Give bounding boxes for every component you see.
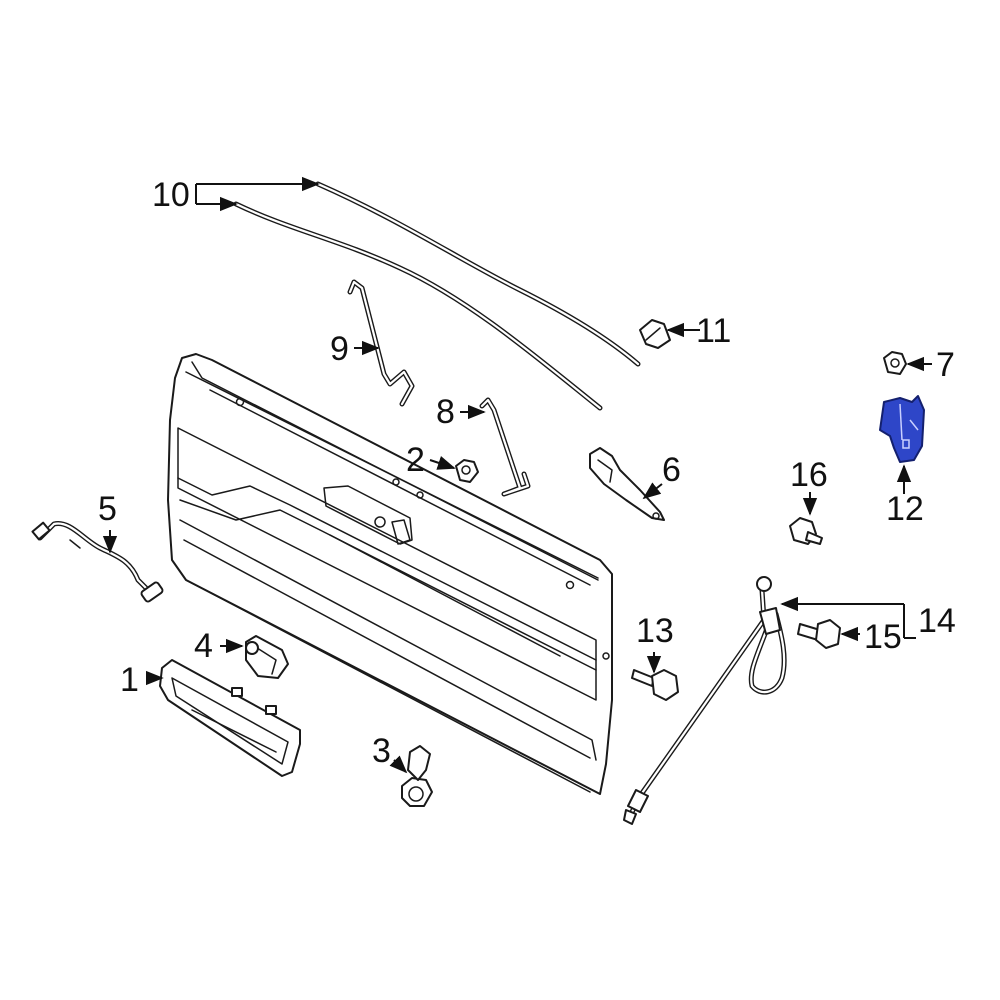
callout-9: 9 (330, 330, 349, 368)
callout-3: 3 (372, 732, 391, 770)
hinge-bracket-part-6 (589, 447, 665, 521)
callout-5: 5 (98, 490, 117, 528)
callout-labels: 1 2 3 4 5 6 7 8 9 10 11 12 13 14 15 16 (98, 176, 956, 770)
callout-1: 1 (120, 661, 139, 699)
callout-6: 6 (662, 451, 681, 489)
callout-2: 2 (406, 441, 425, 479)
clip-part-11 (639, 319, 671, 349)
handle-housing-part-1 (159, 659, 301, 777)
callout-10: 10 (152, 176, 190, 214)
pin-part-16 (789, 517, 823, 545)
tailgate-panel (167, 353, 613, 795)
callout-8: 8 (436, 393, 455, 431)
bolt-part-13 (631, 669, 679, 701)
cable-pair-part-10 (233, 181, 641, 411)
callout-12: 12 (886, 490, 924, 528)
callout-4: 4 (194, 627, 213, 665)
support-cable-part-14 (623, 576, 787, 825)
rod-part-8 (479, 397, 531, 497)
callout-15: 15 (864, 618, 902, 656)
lock-cylinder-part-3 (401, 745, 433, 807)
nut-part-2 (455, 459, 479, 483)
callout-14: 14 (918, 602, 956, 640)
harness-part-5 (31, 521, 164, 603)
nut-part-7 (883, 351, 907, 375)
rod-part-9 (347, 279, 415, 407)
camera-part-4 (245, 635, 289, 679)
bolt-part-15 (797, 619, 841, 649)
leader-lines (102, 176, 932, 774)
bracket-part-12-highlighted (879, 395, 925, 463)
callout-11: 11 (696, 312, 731, 350)
callout-13: 13 (636, 612, 674, 650)
callout-16: 16 (790, 456, 828, 494)
callout-7: 7 (936, 346, 955, 384)
